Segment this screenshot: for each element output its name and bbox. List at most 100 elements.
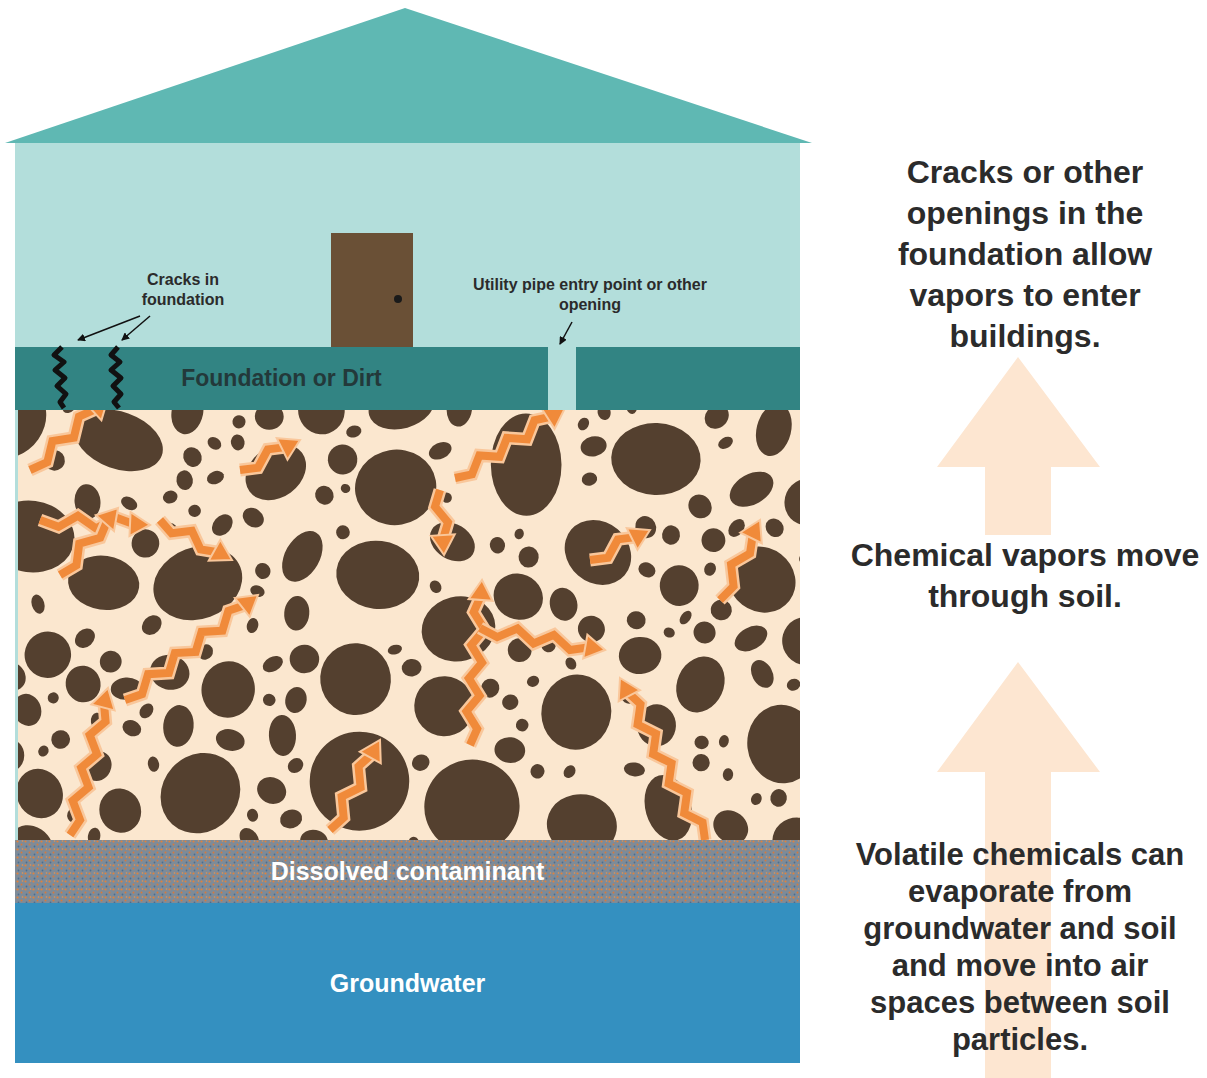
soil-particle xyxy=(349,443,442,531)
soil-particle xyxy=(751,410,797,460)
soil-particle xyxy=(138,611,166,639)
soil-particle xyxy=(551,506,644,598)
vapor-arrow-halo xyxy=(160,520,218,552)
vapor-arrow-body xyxy=(480,628,589,650)
soil-particle xyxy=(725,516,748,540)
soil-particle xyxy=(513,528,525,541)
soil-particle xyxy=(304,726,415,836)
vapor-arrow xyxy=(60,508,118,575)
vapor-arrow-head xyxy=(740,520,761,543)
vapor-arrow-halo xyxy=(60,520,108,575)
soil-particle xyxy=(231,414,248,431)
vapor-arrow-halo xyxy=(330,754,372,830)
soil-particle xyxy=(261,692,277,708)
soil-particle xyxy=(717,734,730,749)
vapor-arrow-halo xyxy=(125,605,245,700)
vapor-arrow xyxy=(590,528,650,560)
soil-particle xyxy=(625,410,638,414)
vapor-arrow-head xyxy=(85,410,108,420)
explanation-text: Cracks or other openings in the foundati… xyxy=(850,152,1200,357)
vapor-arrow-head xyxy=(360,740,381,763)
soil-particle xyxy=(205,434,224,452)
soil-particle xyxy=(289,644,319,674)
soil-particle xyxy=(785,677,800,693)
vapor-arrow-head xyxy=(277,438,300,459)
soil-particle xyxy=(48,727,73,752)
soil xyxy=(18,410,800,840)
soil-particle xyxy=(722,768,734,782)
soil-particle xyxy=(769,788,789,809)
soil-particle xyxy=(236,824,264,840)
soil-particle xyxy=(724,464,780,514)
soil-particle xyxy=(71,624,99,652)
vapor-arrow-head xyxy=(91,688,114,710)
soil-particle xyxy=(529,762,547,780)
soil-particle xyxy=(197,657,259,722)
soil-particle xyxy=(684,490,717,523)
soil-particle xyxy=(798,552,800,568)
soil-particle xyxy=(697,524,730,557)
vapor-arrow-body xyxy=(435,490,448,539)
band-label: Dissolved contaminant xyxy=(271,857,545,886)
soil-particle xyxy=(689,617,720,647)
explanation-text: Chemical vapors move through soil. xyxy=(850,535,1200,617)
soil-particle xyxy=(188,504,202,517)
soil-particle xyxy=(283,685,310,715)
vapor-arrow-head xyxy=(209,540,232,561)
soil-particle xyxy=(773,608,800,674)
crack xyxy=(111,347,121,408)
vapor-arrow xyxy=(30,410,108,470)
soil-particle xyxy=(168,410,208,437)
soil-particle xyxy=(764,809,800,840)
soil-particle xyxy=(667,649,733,721)
vapor-arrow-head xyxy=(627,528,650,549)
soil-particle xyxy=(274,524,331,589)
vapor-arrow-halo xyxy=(627,692,705,840)
soil-particle xyxy=(245,617,260,635)
soil-particle xyxy=(95,646,126,677)
band-node: Foundation or Dirt xyxy=(15,347,548,410)
soil-particle xyxy=(636,559,658,580)
soil-particle xyxy=(662,626,676,639)
vapor-arrow-halo xyxy=(480,628,589,650)
vapor-arrow-halo xyxy=(720,534,753,600)
leader-line xyxy=(78,316,140,340)
vapor-arrow-body xyxy=(330,754,372,830)
soil-particle xyxy=(29,593,47,615)
soil-particle xyxy=(18,690,45,729)
soil-particle xyxy=(137,701,157,721)
vapor-arrow-body xyxy=(240,447,286,470)
vapor-arrow-halo xyxy=(435,490,448,539)
explanation-text: Volatile chemicals can evaporate from gr… xyxy=(838,836,1202,1058)
soil-particle xyxy=(283,595,311,631)
crack xyxy=(54,347,66,408)
vapor-arrow xyxy=(160,520,232,561)
groundwater-band xyxy=(15,903,800,1063)
soil-particle xyxy=(205,468,226,486)
soil-particle xyxy=(230,433,246,451)
soil-particle xyxy=(175,469,194,491)
soil-particle xyxy=(730,620,771,656)
soil-particle xyxy=(93,782,148,838)
foundation-band xyxy=(576,347,800,410)
foundation-band xyxy=(15,347,548,410)
soil-particle xyxy=(580,471,598,487)
soil-particle xyxy=(253,561,273,581)
soil-particle xyxy=(746,656,778,692)
vapor-arrow xyxy=(619,678,705,840)
soil-particle xyxy=(387,643,404,656)
vapor-arrow-body xyxy=(720,534,753,600)
band-node: Groundwater xyxy=(15,903,800,1063)
vapor-arrow-halo xyxy=(40,516,134,529)
vapor-arrow xyxy=(330,740,381,830)
soil-particle xyxy=(285,755,306,776)
soil-particle xyxy=(336,525,350,539)
soil-particle xyxy=(536,669,617,755)
vapor-arrow-body xyxy=(590,537,636,560)
soil-particle xyxy=(235,432,318,511)
soil-particle xyxy=(409,751,432,773)
soil-particle xyxy=(623,761,646,778)
soil-particle xyxy=(659,564,700,606)
vapor-arrow xyxy=(125,595,258,700)
vapor-arrow-head xyxy=(129,512,150,536)
